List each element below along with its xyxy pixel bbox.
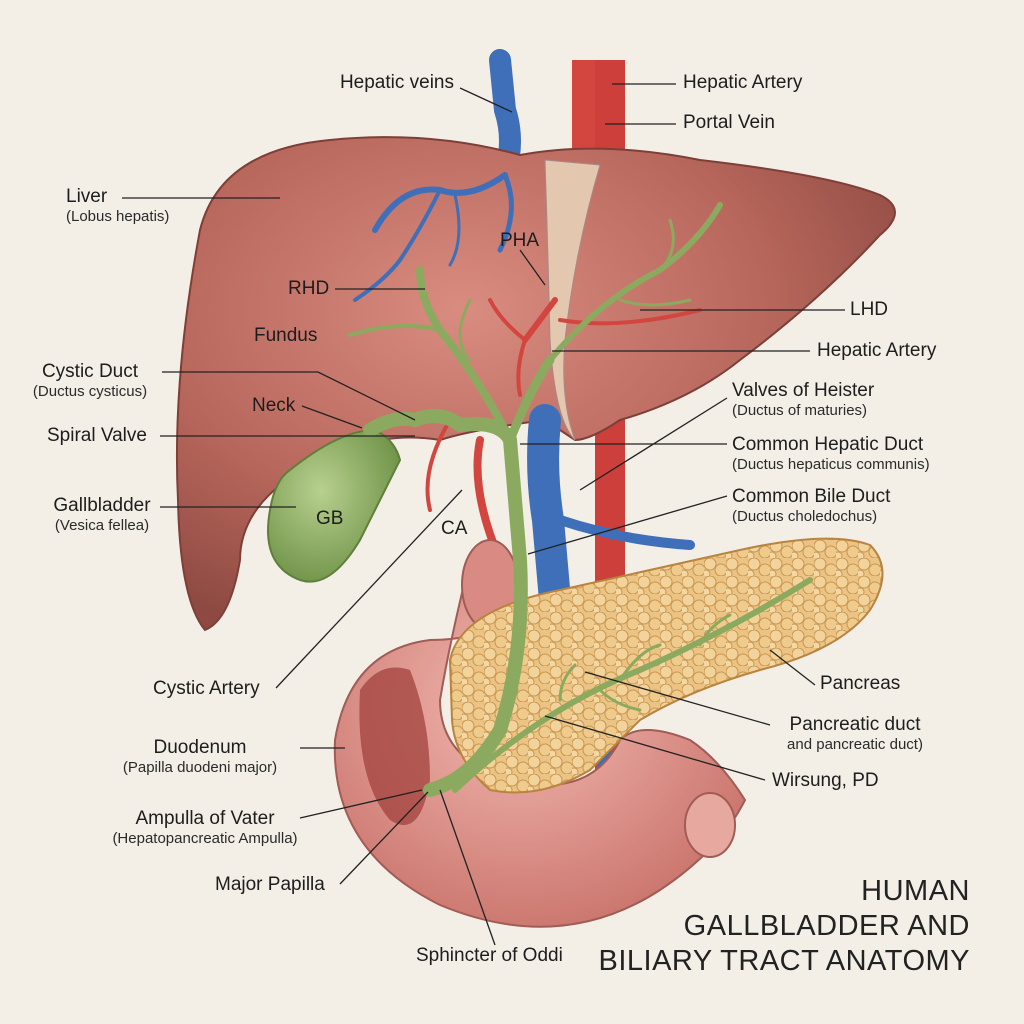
title-line-2: GALLBLADDER AND [683, 909, 970, 942]
label-major-papilla: Major Papilla [215, 874, 325, 895]
label-duodenum: Duodenum (Papilla duodeni major) [122, 737, 278, 776]
leader-lines [122, 83, 845, 946]
label-hepatic-artery-top: Hepatic Artery [683, 72, 803, 93]
label-pancreatic-duct: Pancreatic duct and pancreatic duct) [787, 714, 923, 753]
label-spiral-valve: Spiral Valve [47, 425, 147, 446]
label-gallbladder: Gallbladder (Vesica fellea) [53, 495, 151, 534]
hepatic-artery-branches [425, 297, 702, 564]
biliary-ducts [348, 202, 723, 797]
label-pha: PHA [500, 230, 540, 251]
label-gb: GB [316, 508, 344, 529]
pancreatic-duct-vessel [452, 577, 813, 793]
label-common-bile-duct: Common Bile Duct (Ductus choledochus) [732, 486, 891, 525]
label-hepatic-artery-right: Hepatic Artery [817, 340, 937, 361]
label-valves-heister: Valves of Heister (Ductus of maturies) [732, 380, 875, 419]
label-pancreas: Pancreas [820, 673, 901, 694]
label-cystic-duct: Cystic Duct (Ductus cysticus) [32, 361, 148, 400]
label-neck: Neck [252, 395, 296, 416]
hepatic-vein-branches [353, 172, 514, 302]
title-line-1: HUMAN [861, 875, 970, 907]
label-sphincter-of-oddi: Sphincter of Oddi [416, 945, 563, 966]
label-cystic-artery: Cystic Artery [153, 678, 260, 699]
title-line-3: BILIARY TRACT ANATOMY [598, 944, 970, 977]
label-common-hepatic-duct: Common Hepatic Duct (Ductus hepaticus co… [732, 434, 930, 473]
label-ampulla: Ampulla of Vater (Hepatopancreatic Ampul… [112, 808, 298, 847]
label-hepatic-veins: Hepatic veins [339, 72, 454, 93]
label-wirsung: Wirsung, PD [772, 770, 879, 791]
label-fundus: Fundus [254, 325, 318, 346]
diagram-title: HUMAN GALLBLADDER AND BILIARY TRACT ANAT… [598, 874, 970, 978]
label-lhd: LHD [850, 299, 889, 320]
label-ca: CA [441, 518, 468, 539]
label-rhd: RHD [288, 278, 330, 299]
label-liver: Liver (Lobus hepatis) [66, 186, 170, 225]
label-portal-vein: Portal Vein [683, 112, 775, 133]
